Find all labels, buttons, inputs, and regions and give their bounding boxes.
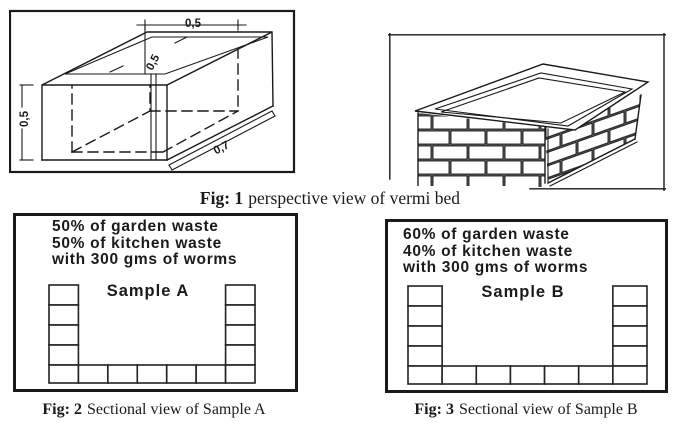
figure1-left-frame: [9, 9, 296, 174]
section-cell: [407, 325, 443, 347]
figure2-caption-label: Fig: 2: [42, 401, 82, 418]
section-cell: [407, 345, 443, 367]
recipe-line: 50% of kitchen waste: [52, 234, 222, 252]
brick-bed-svg: [388, 33, 666, 191]
recipe-line: with 300 gms of worms: [403, 259, 589, 276]
figure1-right-frame: [388, 33, 666, 191]
dimension-labels: 0,5 0,5 0,5 0,7: [19, 18, 231, 157]
recipe-line: 50% of garden waste: [52, 218, 219, 235]
section-cell: [48, 344, 80, 366]
figure3-caption-label: Fig: 3: [414, 401, 454, 418]
section-cell: [48, 324, 80, 346]
section-cell: [48, 284, 80, 306]
recipe-line: 60% of garden waste: [403, 226, 570, 243]
recipe-line: with 300 gms of worms: [52, 251, 238, 268]
section-cell: [224, 344, 256, 366]
box-solid-edges: [41, 31, 274, 161]
section-cell: [407, 285, 443, 307]
section-cell: [612, 365, 648, 385]
section-cell: [165, 364, 197, 384]
figure1-caption-label: Fig: 1: [199, 188, 244, 208]
section-cell: [77, 364, 109, 384]
figure1-caption-text: perspective view of vermi bed: [248, 188, 461, 208]
figure2-caption-text: Sectional view of Sample A: [86, 401, 266, 418]
dimension-lines: [19, 19, 276, 171]
dim-left-label: 0,5: [19, 110, 31, 127]
section-cell: [612, 285, 648, 307]
section-cell: [107, 364, 139, 384]
side-brick-wall: [545, 95, 641, 183]
section-cell: [224, 284, 256, 306]
sample-b-box: 60% of garden waste 40% of kitchen waste…: [385, 219, 668, 393]
section-cell: [48, 364, 80, 384]
section-cell: [612, 325, 648, 347]
sample-a-box: 50% of garden waste 50% of kitchen waste…: [13, 213, 298, 392]
section-cell: [577, 365, 614, 385]
front-brick-wall: [418, 113, 545, 187]
sample-a-cells: [48, 284, 256, 384]
sample-b-recipe: 60% of garden waste 40% of kitchen waste…: [403, 226, 589, 277]
bed-top-rim: [414, 63, 650, 131]
sample-a-section-svg: [48, 284, 256, 384]
section-cell: [543, 365, 580, 385]
brick-walls: [417, 94, 642, 188]
section-cell: [475, 365, 512, 385]
section-cell: [441, 365, 478, 385]
figure1-perspective-drawing: 0,5 0,5 0,5 0,7: [9, 7, 296, 175]
figure3-caption-text: Sectional view of Sample B: [458, 401, 638, 418]
section-cell: [224, 324, 256, 346]
section-cell: [612, 305, 648, 327]
recipe-line: 40% of kitchen waste: [403, 242, 573, 260]
section-cell: [195, 364, 227, 384]
sample-a-recipe: 50% of garden waste 50% of kitchen waste…: [52, 218, 238, 269]
sample-b-section-svg: [407, 285, 648, 385]
section-cell: [48, 304, 80, 326]
section-cell: [509, 365, 546, 385]
sample-a-label: Sample A: [106, 282, 190, 300]
section-cell: [407, 365, 443, 385]
section-cell: [407, 305, 443, 327]
section-cell: [612, 345, 648, 367]
section-cell: [224, 364, 256, 384]
dim-bottom-label: 0,7: [212, 139, 232, 157]
section-cell: [136, 364, 168, 384]
figure1-brick-bed-drawing: [388, 33, 666, 191]
section-cell: [224, 304, 256, 326]
sample-b-cells: [407, 285, 648, 385]
perspective-box-svg: 0,5 0,5 0,5 0,7: [9, 9, 296, 174]
sample-b-label: Sample B: [481, 283, 565, 301]
dim-top-label: 0,5: [185, 18, 202, 30]
